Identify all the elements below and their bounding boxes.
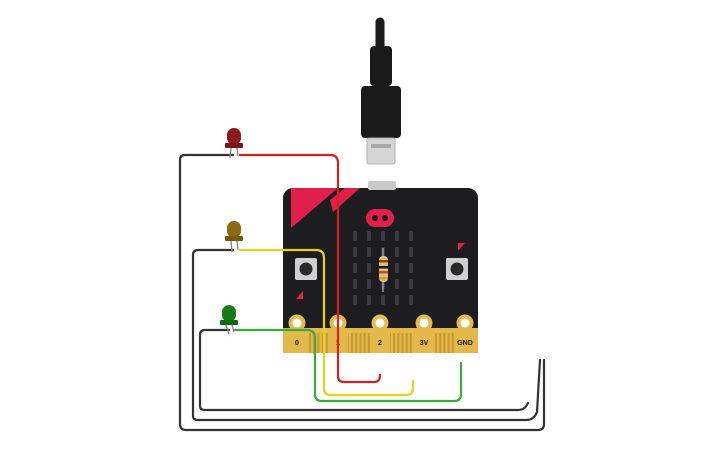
matrix-led bbox=[353, 295, 357, 305]
pin-label: 0 bbox=[295, 340, 299, 347]
matrix-led bbox=[395, 231, 399, 241]
matrix-led bbox=[381, 295, 385, 305]
resistor-icon[interactable] bbox=[379, 248, 388, 292]
edge-strip bbox=[393, 333, 395, 353]
matrix-led bbox=[367, 231, 371, 241]
push-button-b-icon[interactable] bbox=[446, 243, 468, 280]
pin-pgnd[interactable]: GND bbox=[455, 314, 475, 354]
matrix-led bbox=[409, 279, 413, 289]
wire-ground-return[interactable] bbox=[178, 153, 546, 432]
matrix-led bbox=[353, 263, 357, 273]
pin-label: 3V bbox=[420, 340, 429, 347]
matrix-led bbox=[409, 263, 413, 273]
edge-strip bbox=[409, 333, 412, 353]
wire-yellow-signal[interactable] bbox=[238, 248, 415, 397]
led-green[interactable] bbox=[220, 305, 238, 335]
edge-strip bbox=[321, 333, 324, 353]
edge-strip bbox=[355, 333, 358, 353]
edge-strip bbox=[351, 333, 353, 353]
wire-red-signal[interactable] bbox=[238, 153, 382, 384]
edge-strip bbox=[317, 333, 320, 353]
matrix-led bbox=[353, 231, 357, 241]
push-button-a-icon[interactable] bbox=[295, 258, 317, 299]
matrix-led bbox=[353, 247, 357, 257]
usb-port bbox=[368, 181, 396, 190]
edge-strip bbox=[405, 333, 408, 353]
edge-strip bbox=[363, 333, 366, 353]
pin-label: GND bbox=[457, 340, 473, 347]
edge-strip bbox=[435, 333, 437, 353]
edge-strip bbox=[397, 333, 400, 353]
edge-strip bbox=[443, 333, 446, 353]
matrix-led bbox=[367, 295, 371, 305]
edge-strip bbox=[439, 333, 442, 353]
led-red[interactable] bbox=[225, 128, 243, 159]
edge-strip bbox=[401, 333, 404, 353]
matrix-led bbox=[367, 279, 371, 289]
edge-strip bbox=[367, 333, 370, 353]
matrix-led bbox=[395, 279, 399, 289]
matrix-led bbox=[395, 247, 399, 257]
matrix-led bbox=[409, 295, 413, 305]
pin-p3v[interactable]: 3V bbox=[414, 314, 434, 354]
matrix-led bbox=[409, 231, 413, 241]
led-yellow[interactable] bbox=[225, 221, 243, 253]
matrix-led bbox=[353, 279, 357, 289]
matrix-led bbox=[395, 263, 399, 273]
edge-strip bbox=[309, 333, 311, 353]
edge-strip bbox=[447, 333, 450, 353]
matrix-led bbox=[367, 247, 371, 257]
matrix-led bbox=[367, 263, 371, 273]
pin-p2[interactable]: 2 bbox=[370, 314, 390, 354]
edge-strip bbox=[451, 333, 454, 353]
usb-cable-icon[interactable] bbox=[361, 17, 401, 165]
edge-strip bbox=[325, 333, 328, 353]
pin-p0[interactable]: 0 bbox=[287, 314, 307, 354]
matrix-led bbox=[409, 247, 413, 257]
wire-green-signal[interactable] bbox=[233, 328, 463, 403]
logo-icon bbox=[366, 209, 394, 227]
matrix-led bbox=[395, 295, 399, 305]
edge-strip bbox=[359, 333, 362, 353]
matrix-led bbox=[381, 231, 385, 241]
pin-label: 2 bbox=[378, 340, 382, 347]
